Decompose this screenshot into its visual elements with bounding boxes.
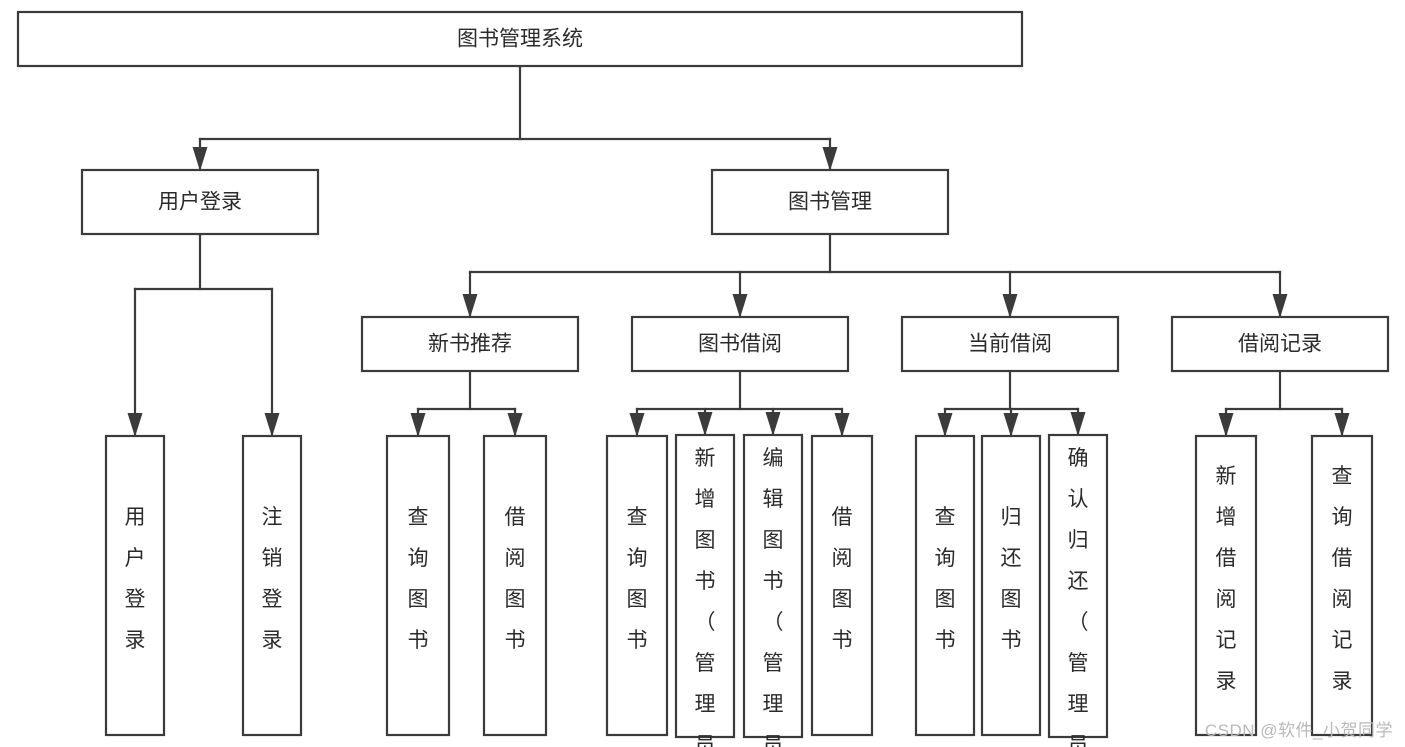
arrow-head-icon [1272,294,1288,318]
connector-借阅记录 [1218,369,1350,437]
node-level2-图书管理-1[interactable]: 图书管理 [710,168,950,236]
arrow-head-icon [264,413,280,437]
node-box [742,433,804,739]
node-label: 当前借阅 [968,333,1052,356]
node-box [1170,315,1390,373]
arrow-head-icon [192,147,208,171]
node-box [1310,434,1374,737]
arrow-head-icon [732,294,748,318]
node-level3-新书推荐-0[interactable]: 新书推荐 [360,315,580,373]
node-label: 借阅图书 [832,506,853,652]
node-label: 借阅记录 [1238,333,1322,356]
node-label: 图书管理系统 [457,28,583,51]
node-label: 用户登录 [125,506,146,652]
node-level3-图书借阅-1[interactable]: 图书借阅 [630,315,850,373]
node-leaf-新增图书管理员-5[interactable]: 新增图书（管理员） [674,433,736,747]
node-box [810,434,874,737]
arrow-head-icon [697,412,713,436]
node-box [104,434,166,737]
node-leaf-编辑图书管理员-6[interactable]: 编辑图书（管理员） [742,433,804,747]
node-level3-借阅记录-3[interactable]: 借阅记录 [1170,315,1390,373]
connector-图书管理系统 [192,64,838,171]
node-box [630,315,850,373]
node-leaf-查询图书-4[interactable]: 查询图书 [605,434,669,737]
node-label: 新增图书（管理员） [695,447,716,747]
node-label: 查询图书 [935,506,956,652]
arrow-head-icon [1334,413,1350,437]
arrow-head-icon [1070,412,1086,436]
node-label: 借阅图书 [505,506,526,652]
node-leaf-归还图书-9[interactable]: 归还图书 [980,434,1042,737]
node-label: 归还图书 [1001,506,1022,652]
arrow-head-icon [629,413,645,437]
node-label: 确认归还（管理员） [1068,447,1089,747]
node-leaf-查询借阅记录-12[interactable]: 查询借阅记录 [1310,434,1374,737]
arrow-head-icon [822,147,838,171]
arrow-head-icon [462,294,478,318]
node-box [710,168,950,236]
node-label: 图书借阅 [698,333,782,356]
arrow-head-icon [1003,413,1019,437]
node-box [605,434,669,737]
nodes-layer: 图书管理系统用户登录图书管理新书推荐图书借阅当前借阅借阅记录用户登录注销登录查询… [16,10,1390,747]
node-level3-当前借阅-2[interactable]: 当前借阅 [900,315,1120,373]
node-box [482,434,548,737]
arrow-head-icon [1002,294,1018,318]
node-label: 查询借阅记录 [1332,465,1353,693]
arrow-head-icon [127,413,143,437]
node-box [1194,434,1258,737]
node-label: 查询图书 [408,506,429,652]
node-label: 新增借阅记录 [1216,465,1237,693]
arrow-head-icon [765,412,781,436]
node-box [360,315,580,373]
node-label: 图书管理 [788,191,872,214]
arrow-head-icon [507,413,523,437]
node-leaf-查询图书-8[interactable]: 查询图书 [914,434,976,737]
node-leaf-新增借阅记录-11[interactable]: 新增借阅记录 [1194,434,1258,737]
node-label: 查询图书 [627,506,648,652]
node-leaf-注销登录-1[interactable]: 注销登录 [241,434,303,737]
node-leaf-用户登录-0[interactable]: 用户登录 [104,434,166,737]
arrow-head-icon [834,413,850,437]
node-box [1047,433,1109,739]
node-root-图书管理系统-0[interactable]: 图书管理系统 [16,10,1024,68]
arrow-head-icon [1218,413,1234,437]
node-box [914,434,976,737]
connector-当前借阅 [937,369,1086,437]
node-box [980,434,1042,737]
arrow-head-icon [937,413,953,437]
connector-用户登录 [127,232,280,437]
node-box [674,433,736,739]
connector-图书借阅 [629,369,850,437]
node-box [16,10,1024,68]
watermark-text: CSDN @软件_小贺同学 [1204,721,1393,740]
arrow-head-icon [410,413,426,437]
node-box [241,434,303,737]
node-label: 注销登录 [262,506,283,652]
connector-新书推荐 [410,369,523,437]
node-box [385,434,451,737]
node-leaf-确认归还管理员-10[interactable]: 确认归还（管理员） [1047,433,1109,747]
node-label: 新书推荐 [428,333,512,356]
node-leaf-借阅图书-3[interactable]: 借阅图书 [482,434,548,737]
node-box [80,168,320,236]
node-label: 编辑图书（管理员） [763,447,784,747]
node-label: 用户登录 [158,191,242,214]
node-level2-用户登录-0[interactable]: 用户登录 [80,168,320,236]
node-box [900,315,1120,373]
connector-图书管理 [462,232,1288,318]
node-leaf-查询图书-2[interactable]: 查询图书 [385,434,451,737]
edges-layer [127,64,1350,437]
node-leaf-借阅图书-7[interactable]: 借阅图书 [810,434,874,737]
